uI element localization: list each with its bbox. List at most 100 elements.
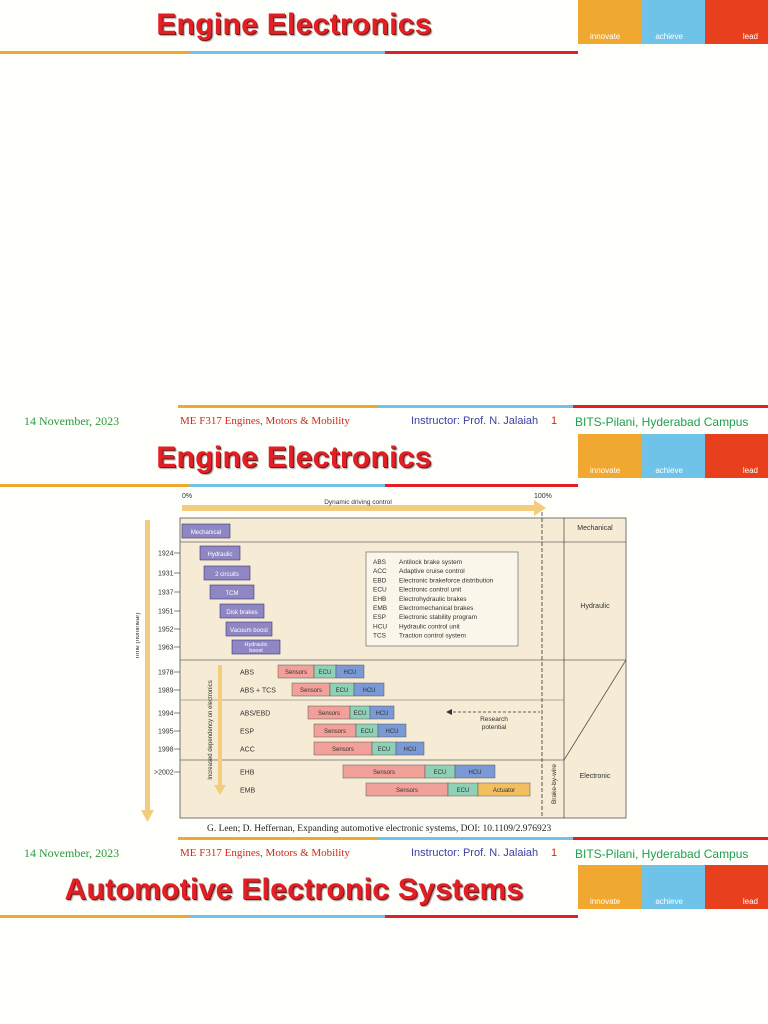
legend-abbr: ABS <box>373 559 387 566</box>
component-box <box>335 664 365 679</box>
slide-3-title: Automotive Electronic Systems <box>64 873 524 906</box>
hydraulic-box-label: 2 circuits <box>215 572 239 578</box>
legend-abbr: ESP <box>373 614 386 621</box>
component-label: HCU <box>404 747 417 753</box>
footer-line <box>178 405 768 408</box>
legend-abbr: EHB <box>373 596 386 603</box>
component-label: ECU <box>457 788 470 794</box>
year-label: 1937 <box>158 590 174 597</box>
component-label: ECU <box>361 729 374 735</box>
component-label: ECU <box>354 711 367 717</box>
year-label: 1978 <box>158 670 174 677</box>
footer-page-number: 1 <box>551 847 558 859</box>
hydraulic-box-label: TCM <box>226 591 239 597</box>
component-label: Sensors <box>332 747 354 753</box>
system-name: ACC <box>240 747 255 754</box>
year-label: 1998 <box>158 747 174 754</box>
hydraulic-box: TCM 1937 <box>158 584 255 600</box>
year-label: 1989 <box>158 688 174 695</box>
legend-abbr: ECU <box>373 587 387 594</box>
hydraulic-box: Vacuum boost 1952 <box>158 621 273 637</box>
bits-logo-banner: innovate achieve lead <box>578 865 768 909</box>
slide-2-title: Engine Electronics <box>156 441 432 474</box>
component-box <box>454 764 496 779</box>
legend-abbr: ACC <box>373 568 387 575</box>
top-arrow-label: Dynamic driving control <box>324 499 392 506</box>
year-label: 1931 <box>158 571 174 578</box>
legend-abbr: EMB <box>373 605 387 612</box>
year-label: 1994 <box>158 711 174 718</box>
legend-desc: Electronic control unit <box>399 587 461 594</box>
footer-date: 14 November, 2023 <box>24 846 120 860</box>
bits-logo-banner: innovate achieve lead <box>578 434 768 478</box>
hydraulic-box-label: Disk brakes <box>226 610 257 616</box>
year-label: 1995 <box>158 729 174 736</box>
region-label: Electronic <box>580 773 611 780</box>
region-label: Hydraulic <box>580 603 610 610</box>
dependency-axis-label: Increased dependency on electronics <box>208 680 214 779</box>
legend-desc: Electronic brakeforce distribution <box>399 577 494 584</box>
legend-abbr: HCU <box>373 623 387 630</box>
component-box <box>477 782 531 797</box>
year-label: 1963 <box>158 645 174 652</box>
component-label: ECU <box>336 688 349 694</box>
year-label: 1952 <box>158 627 174 634</box>
pct-end-label: 100% <box>534 493 552 500</box>
hydraulic-box-label: boost <box>249 648 263 654</box>
component-label: HCU <box>344 670 357 676</box>
footer-date: 14 November, 2023 <box>24 414 120 428</box>
legend-abbr: EBD <box>373 577 387 584</box>
legend-desc: Hydraulic control unit <box>399 623 460 630</box>
footer-course: ME F317 Engines, Motors & Mobility <box>180 847 350 859</box>
dependency-arrow-head <box>214 785 226 795</box>
title-underline <box>0 915 578 918</box>
dependency-arrow <box>218 665 222 785</box>
footer-campus: BITS-Pilani, Hyderabad Campus <box>575 847 749 861</box>
year-label: 1924 <box>158 551 174 558</box>
component-label: HCU <box>386 729 399 735</box>
footer-instructor: Instructor: Prof. N. Jalaiah <box>411 847 539 859</box>
component-label: HCU <box>469 770 482 776</box>
footer-instructor: Instructor: Prof. N. Jalaiah <box>411 415 539 427</box>
system-name: EMB <box>240 788 256 795</box>
system-name: EHB <box>240 770 255 777</box>
footer-course: ME F317 Engines, Motors & Mobility <box>180 415 350 427</box>
legend-desc: Electrohydraulic brakes <box>399 596 467 603</box>
component-label: Sensors <box>318 711 340 717</box>
legend-desc: Antilock brake system <box>399 559 462 566</box>
hydraulic-box-label: Hydraulic <box>245 642 268 648</box>
time-axis-label: Time (nonlinear) <box>136 612 141 659</box>
bits-logo-banner: innovate achieve lead <box>578 0 768 44</box>
time-arrow <box>145 520 150 810</box>
research-arrow-head <box>446 709 452 715</box>
component-label: ECU <box>378 747 391 753</box>
component-box <box>377 723 407 738</box>
system-name: ABS/EBD <box>240 711 270 718</box>
research-label: Research <box>480 716 508 723</box>
system-name: ESP <box>240 729 254 736</box>
electronic-row: 1989 ABS + TCS Sensors ECU HCU <box>158 682 385 697</box>
component-label: HCU <box>376 711 389 717</box>
region-label: Mechanical <box>577 525 613 532</box>
legend-desc: Traction control system <box>399 633 466 640</box>
component-label: Sensors <box>300 688 322 694</box>
component-label: Sensors <box>373 770 395 776</box>
pct-start-label: 0% <box>182 493 192 500</box>
legend-desc: Adaptive cruise control <box>399 568 465 575</box>
slide-2-footer: 14 November, 2023 ME F317 Engines, Motor… <box>0 837 768 866</box>
hydraulic-box: 2 circuits 1931 <box>158 565 251 581</box>
component-label: HCU <box>363 688 376 694</box>
system-name: ABS + TCS <box>240 688 276 695</box>
electronic-row: 1994 ABS/EBD Sensors ECU HCU <box>158 705 395 720</box>
brake-evolution-diagram: 0% 100% Dynamic driving controlMechanicalH… <box>136 493 627 822</box>
electronic-row: 1998 ACC Sensors ECU HCU <box>158 741 425 756</box>
hydraulic-box-label: Vacuum boost <box>230 628 268 634</box>
system-name: ABS <box>240 670 254 677</box>
title-underline <box>0 484 578 487</box>
hydraulic-box: Mechanical <box>181 523 231 539</box>
component-label: ECU <box>319 670 332 676</box>
